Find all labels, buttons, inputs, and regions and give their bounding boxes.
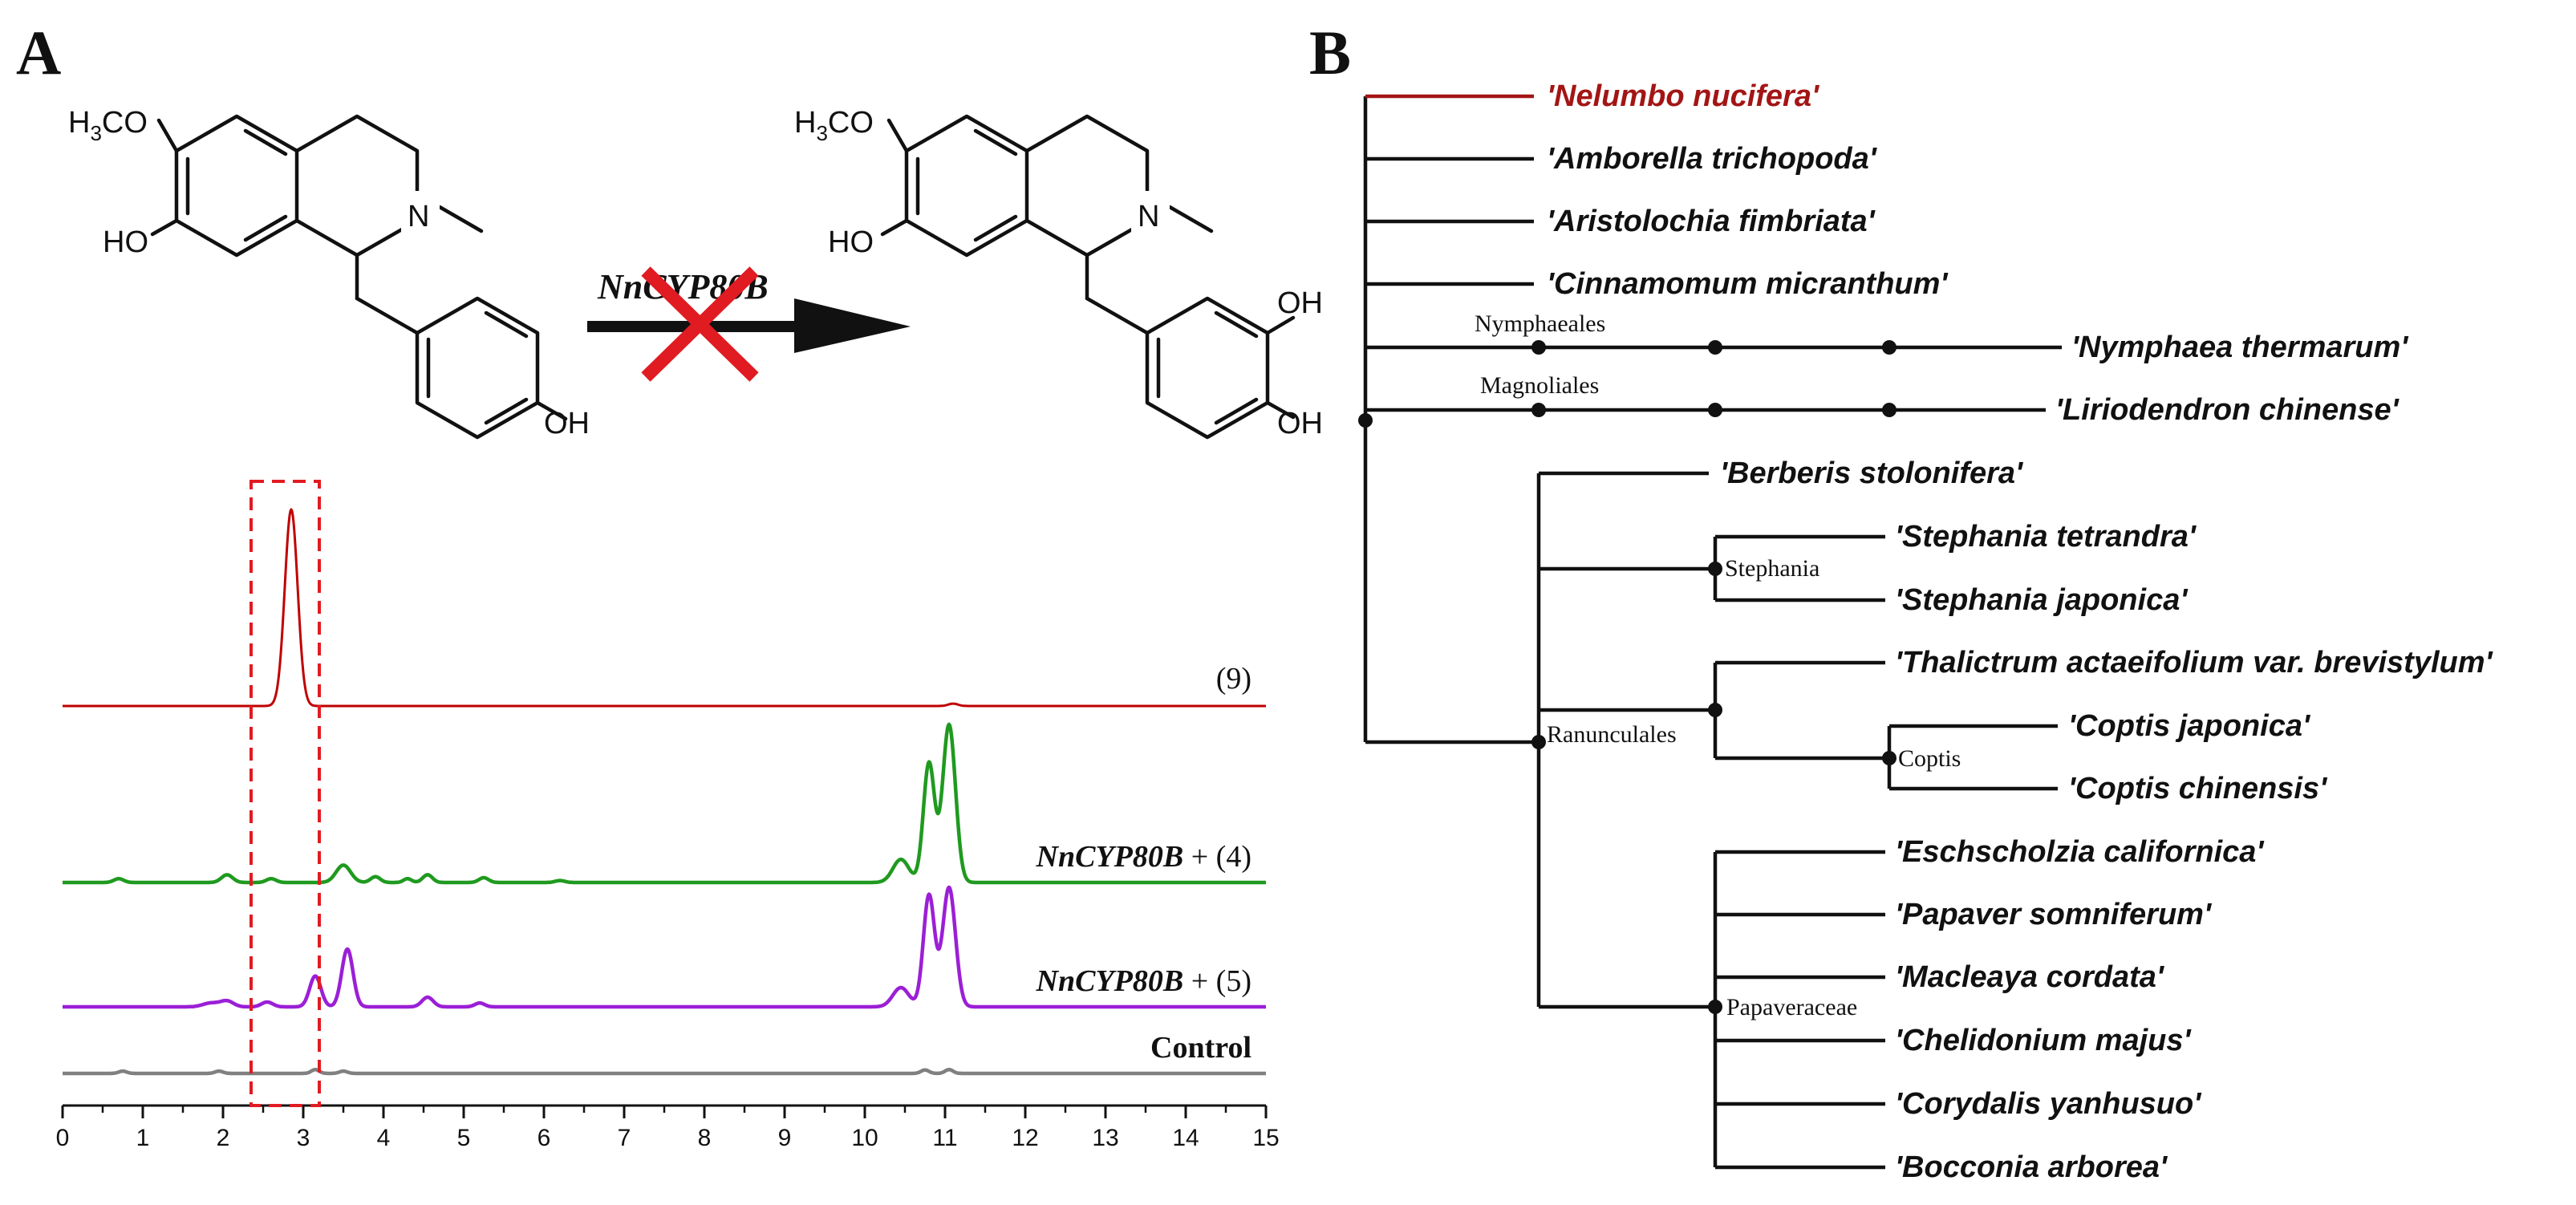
- x-tick-label: 4: [377, 1125, 391, 1151]
- taxon-label-berberis-stolonifera: 'Berberis stolonifera': [1720, 456, 2024, 490]
- x-tick-label: 15: [1252, 1125, 1279, 1151]
- product-hydroxyl-4-label: OH: [1277, 407, 1323, 440]
- x-tick-label: 3: [297, 1125, 310, 1151]
- taxon-label-stephania-japonica: 'Stephania japonica': [1895, 583, 2189, 617]
- magnoliales-node-marker: [1531, 403, 1546, 417]
- trace-line-4: [61, 1067, 1268, 1076]
- x-tick-label: 5: [457, 1125, 471, 1151]
- taxon-label-bocconia-arborea: 'Bocconia arborea': [1895, 1150, 2168, 1184]
- taxon-label-macleaya-cordata: 'Macleaya cordata': [1895, 960, 2165, 994]
- x-tick-label: 12: [1012, 1125, 1038, 1151]
- taxon-label-chelidonium-majus: 'Chelidonium majus': [1895, 1024, 2193, 1057]
- thalictrum-coptis-node-marker: [1708, 703, 1722, 717]
- coptis-node-marker: [1882, 751, 1897, 765]
- taxon-label-nymphaea-thermarum: 'Nymphaea thermarum': [2071, 331, 2409, 364]
- taxon-label-coptis-chinensis: 'Coptis chinensis': [2068, 772, 2328, 805]
- x-tick-label: 6: [538, 1125, 551, 1151]
- trace-label: NnCYP80B + (5): [1036, 964, 1251, 998]
- clade-label-ranunculales: Ranunculales: [1547, 721, 1677, 748]
- magnoliales-node-marker: [1708, 403, 1722, 417]
- trace-label-enzyme: NnCYP80B: [1036, 964, 1184, 998]
- substrate-methoxy-label: H3CO: [68, 106, 148, 145]
- clade-label-coptis: Coptis: [1898, 745, 1961, 772]
- trace-label-sample: Control: [1150, 1031, 1251, 1065]
- substrate-nitrogen-label: N: [408, 200, 429, 233]
- taxon-label-papaver-somniferum: 'Papaver somniferum': [1895, 898, 2213, 931]
- taxon-label-coptis-japonica: 'Coptis japonica': [2068, 709, 2311, 743]
- taxon-label-aristolochia-fimbriata: 'Aristolochia fimbriata': [1547, 205, 1876, 238]
- ranunculales-node-marker: [1531, 735, 1546, 749]
- trace-label: (9): [1216, 662, 1251, 696]
- taxon-label-liriodendron-chinense: 'Liriodendron chinense': [2055, 393, 2400, 427]
- substrate-hydroxyl-c-label: OH: [544, 407, 590, 440]
- taxon-label-stephania-tetrandra: 'Stephania tetrandra': [1895, 520, 2197, 554]
- trace-label-sample: + (5): [1183, 964, 1251, 998]
- nymphaeales-node-marker: [1708, 340, 1722, 355]
- trace-label: NnCYP80B + (4): [1036, 840, 1251, 874]
- clade-label-papaveraceae: Papaveraceae: [1726, 994, 1857, 1020]
- substrate-structure: [150, 114, 568, 440]
- taxon-label-thalictrum-actaeifolium: 'Thalictrum actaeifolium var. brevistylu…: [1895, 646, 2494, 680]
- x-tick-label: 9: [778, 1125, 792, 1151]
- nymphaeales-node-marker: [1882, 340, 1897, 355]
- highlight-box: [249, 480, 321, 1107]
- taxon-label-amborella-trichopoda: 'Amborella trichopoda': [1547, 142, 1878, 176]
- product-nitrogen-label: N: [1138, 200, 1159, 233]
- trace-label-sample: (9): [1216, 662, 1251, 696]
- papaveraceae-node-marker: [1708, 1000, 1722, 1014]
- product-hydroxyl-a-label: HO: [828, 225, 874, 259]
- product-hydroxyl-3-label: OH: [1277, 286, 1323, 320]
- panel-b-label: B: [1309, 18, 1351, 87]
- product-structure: [880, 114, 1296, 440]
- root-node-marker: [1358, 413, 1373, 428]
- clade-label-nymphaeales: Nymphaeales: [1475, 310, 1605, 337]
- x-tick-label: 14: [1172, 1125, 1199, 1151]
- product-methoxy-label: H3CO: [794, 106, 874, 145]
- tree-node-markers: [1358, 340, 1897, 1014]
- taxon-label-cinnamomum-micranthum: 'Cinnamomum micranthum': [1547, 267, 1949, 301]
- x-tick-label: 13: [1092, 1125, 1118, 1151]
- trace-line-3: [61, 885, 1268, 1009]
- taxon-label-eschscholzia-californica: 'Eschscholzia californica': [1895, 835, 2265, 869]
- x-tick-label: 1: [136, 1125, 150, 1151]
- panel-a-label: A: [16, 18, 61, 87]
- x-tick-label: 8: [698, 1125, 712, 1151]
- trace-label-enzyme: NnCYP80B: [1036, 840, 1184, 874]
- x-tick-label: 7: [618, 1125, 631, 1151]
- trace-label: Control: [1150, 1031, 1251, 1065]
- reaction-arrow: [587, 298, 911, 353]
- trace-line-2: [61, 722, 1268, 885]
- x-tick-label: 2: [217, 1125, 230, 1151]
- magnoliales-node-marker: [1882, 403, 1897, 417]
- stephania-node-marker: [1708, 562, 1722, 576]
- x-tick-label: 10: [851, 1125, 878, 1151]
- trace-line-1: [62, 508, 1267, 708]
- trace-label-sample: + (4): [1183, 840, 1251, 874]
- nymphaeales-node-marker: [1531, 340, 1546, 355]
- clade-label-magnoliales: Magnoliales: [1480, 372, 1599, 399]
- x-tick-label: 11: [932, 1125, 957, 1151]
- x-tick-label: 0: [56, 1125, 70, 1151]
- clade-label-stephania: Stephania: [1725, 555, 1819, 582]
- blocked-cross-icon: [641, 266, 759, 382]
- taxon-label-corydalis-yanhusuo: 'Corydalis yanhusuo': [1895, 1087, 2202, 1121]
- taxon-label-nelumbo-nucifera: 'Nelumbo nucifera': [1547, 79, 1820, 113]
- substrate-hydroxyl-a-label: HO: [103, 225, 148, 259]
